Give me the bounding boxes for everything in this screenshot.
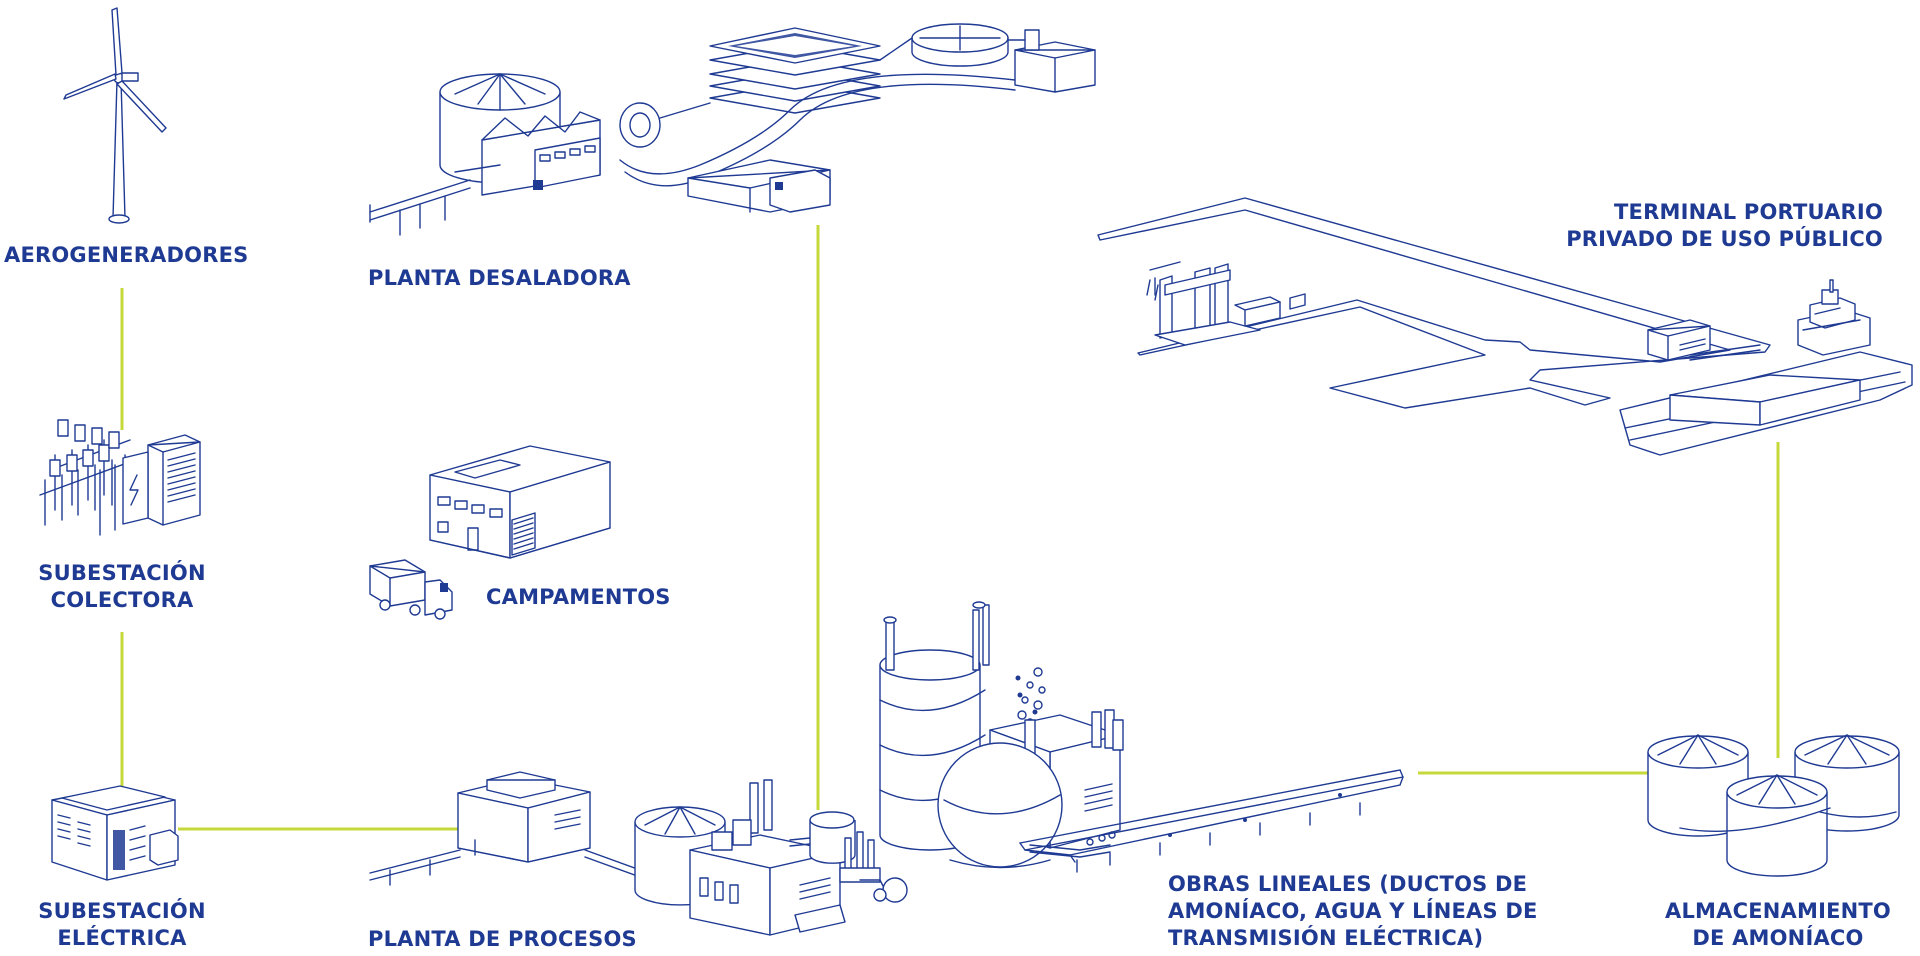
label-obras-line3: TRANSMISIÓN ELÉCTRICA) (1168, 926, 1484, 950)
label-subestacion-electrica-line1: SUBESTACIÓN (38, 899, 206, 923)
label-almacenamiento-line1: ALMACENAMIENTO (1665, 899, 1891, 923)
ammonia-storage-tanks-icon (1647, 734, 1900, 877)
label-almacenamiento-amoniaco: ALMACENAMIENTO DE AMONÍACO (1648, 898, 1908, 952)
pipeline-icon (1019, 769, 1404, 873)
filter-trays (709, 27, 881, 114)
label-subestacion-colectora-line2: COLECTORA (50, 588, 194, 612)
ammonia-ship-icon (1619, 279, 1913, 456)
label-obras-line1: OBRAS LINEALES (DUCTOS DE (1168, 872, 1528, 896)
label-almacenamiento-line2: DE AMONÍACO (1692, 926, 1864, 950)
label-campamentos: CAMPAMENTOS (486, 585, 671, 609)
truck-icon (369, 559, 453, 620)
label-planta-desaladora: PLANTA DESALADORA (368, 266, 631, 290)
connector-lines (120, 225, 1780, 831)
label-subestacion-colectora-line1: SUBESTACIÓN (38, 561, 206, 585)
port-terminal-outline (1097, 197, 1771, 409)
label-terminal-line2: PRIVADO DE USO PÚBLICO (1566, 227, 1883, 251)
label-subestacion-electrica: SUBESTACIÓN ELÉCTRICA (22, 898, 222, 952)
collector-substation-icon (39, 419, 201, 536)
label-obras-line2: AMONÍACO, AGUA Y LÍNEAS DE (1168, 899, 1538, 923)
camp-building-icon (429, 445, 611, 559)
label-planta-procesos: PLANTA DE PROCESOS (368, 927, 637, 951)
electrical-substation-icon (51, 785, 179, 881)
desalination-plant-icon (369, 23, 1096, 236)
process-plant-icon (369, 771, 908, 936)
label-terminal-portuario: TERMINAL PORTUARIO PRIVADO DE USO PÚBLIC… (1566, 199, 1883, 253)
label-aerogeneradores: AEROGENERADORES (4, 243, 249, 267)
label-obras-lineales: OBRAS LINEALES (DUCTOS DE AMONÍACO, AGUA… (1168, 871, 1538, 952)
wind-turbine-icon (63, 7, 167, 224)
label-subestacion-colectora: SUBESTACIÓN COLECTORA (22, 560, 222, 614)
label-terminal-line1: TERMINAL PORTUARIO (1614, 200, 1883, 224)
label-subestacion-electrica-line2: ELÉCTRICA (57, 926, 187, 950)
ammonia-plant-icon (879, 601, 1124, 869)
